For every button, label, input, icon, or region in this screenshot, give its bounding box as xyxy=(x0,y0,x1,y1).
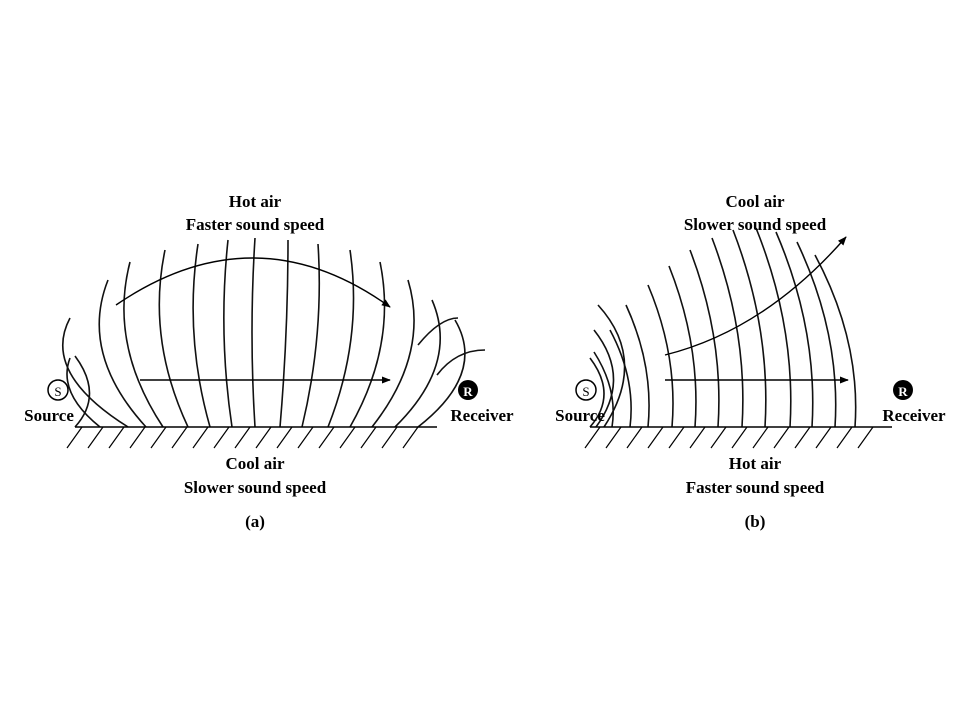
wavefront-b xyxy=(732,229,767,428)
wavefronts-b xyxy=(589,227,857,428)
wavefront-a xyxy=(158,249,189,428)
hatch-mark-a xyxy=(297,426,314,449)
wavefront-a xyxy=(394,299,442,428)
wavefront-a xyxy=(66,357,101,428)
source-symbol-b: S xyxy=(582,384,589,399)
hatch-mark-b xyxy=(584,426,601,449)
ground-hatching-b xyxy=(584,426,874,449)
hatch-mark-b xyxy=(668,426,685,449)
hatch-mark-a xyxy=(171,426,188,449)
receiver-circle-b xyxy=(893,380,913,400)
hatch-mark-b xyxy=(647,426,664,449)
bottom-label-1-a: Cool air xyxy=(225,454,284,473)
wavefront-b xyxy=(593,351,614,428)
hatch-mark-b xyxy=(794,426,811,449)
bottom-label-2-a: Slower sound speed xyxy=(184,478,327,497)
receiver-symbol-b: R xyxy=(898,384,908,399)
panel-a: S Source R Receiver Hot air Faster sound… xyxy=(24,192,514,531)
hatch-mark-b xyxy=(605,426,622,449)
caption-a: (a) xyxy=(245,512,265,531)
top-label-1-a: Hot air xyxy=(229,192,282,211)
wavefront-a xyxy=(301,243,321,428)
wavefront-a xyxy=(98,279,147,428)
wavefront-a xyxy=(123,261,164,428)
caption-b: (b) xyxy=(745,512,766,531)
wavefront-b xyxy=(775,231,814,428)
hatch-mark-a xyxy=(192,426,209,449)
wavefront-b xyxy=(609,329,632,428)
wavefront-b xyxy=(814,254,857,428)
hatch-mark-a xyxy=(381,426,398,449)
wavefront-a xyxy=(279,239,289,428)
wavefront-b xyxy=(711,237,744,428)
wavefront-b xyxy=(755,227,792,428)
top-label-2-b: Slower sound speed xyxy=(684,215,827,234)
hatch-mark-b xyxy=(626,426,643,449)
panel-b: S Source R Receiver Cool air Slower soun… xyxy=(555,192,946,531)
receiver-label-b: Receiver xyxy=(882,406,946,425)
wavefront-a xyxy=(251,237,256,428)
top-label-1-b: Cool air xyxy=(725,192,784,211)
wavefront-a xyxy=(192,243,211,428)
hatch-mark-b xyxy=(731,426,748,449)
curved-ray-b xyxy=(664,236,847,356)
bottom-label-2-b: Faster sound speed xyxy=(686,478,825,497)
receiver-label-a: Receiver xyxy=(450,406,514,425)
hatch-mark-b xyxy=(689,426,706,449)
wavefront-b xyxy=(796,241,837,428)
wavefront-b xyxy=(589,357,605,428)
hatch-mark-a xyxy=(213,426,230,449)
hatch-mark-a xyxy=(87,426,104,449)
hatch-mark-b xyxy=(836,426,853,449)
source-label-a: Source xyxy=(24,406,74,425)
hatch-mark-a xyxy=(276,426,293,449)
wavefront-b xyxy=(593,329,615,428)
receiver-circle-a xyxy=(458,380,478,400)
wavefront-b xyxy=(647,284,674,428)
hatch-mark-b xyxy=(857,426,874,449)
hatch-mark-b xyxy=(710,426,727,449)
hatch-mark-a xyxy=(339,426,356,449)
hatch-mark-a xyxy=(255,426,272,449)
wavefront-a xyxy=(74,355,91,428)
hatch-mark-b xyxy=(752,426,769,449)
wavefront-a xyxy=(61,317,129,428)
curved-ray-a xyxy=(115,257,391,308)
top-label-2-a: Faster sound speed xyxy=(186,215,325,234)
ground-hatching-a xyxy=(66,426,419,449)
hatch-mark-a xyxy=(234,426,251,449)
hatch-mark-a xyxy=(318,426,335,449)
hatch-mark-a xyxy=(129,426,146,449)
hatch-mark-a xyxy=(402,426,419,449)
wavefront-a xyxy=(436,349,486,376)
wavefront-b xyxy=(597,304,626,428)
wavefront-a xyxy=(349,261,386,428)
wavefront-a xyxy=(327,249,355,428)
wavefronts-a xyxy=(61,237,486,428)
hatch-mark-b xyxy=(773,426,790,449)
receiver-symbol-a: R xyxy=(463,384,473,399)
source-circle-a xyxy=(47,379,69,401)
wavefront-a xyxy=(417,319,466,428)
bottom-label-1-b: Hot air xyxy=(729,454,782,473)
hatch-mark-a xyxy=(360,426,377,449)
hatch-mark-a xyxy=(108,426,125,449)
wavefront-a xyxy=(371,279,415,428)
wavefront-b xyxy=(625,304,650,428)
hatch-mark-a xyxy=(66,426,83,449)
wavefront-a xyxy=(417,317,459,346)
source-circle-b xyxy=(575,379,597,401)
source-symbol-a: S xyxy=(54,384,61,399)
hatch-mark-b xyxy=(815,426,832,449)
hatch-mark-a xyxy=(150,426,167,449)
source-label-b: Source xyxy=(555,406,605,425)
wavefront-a xyxy=(223,239,233,428)
